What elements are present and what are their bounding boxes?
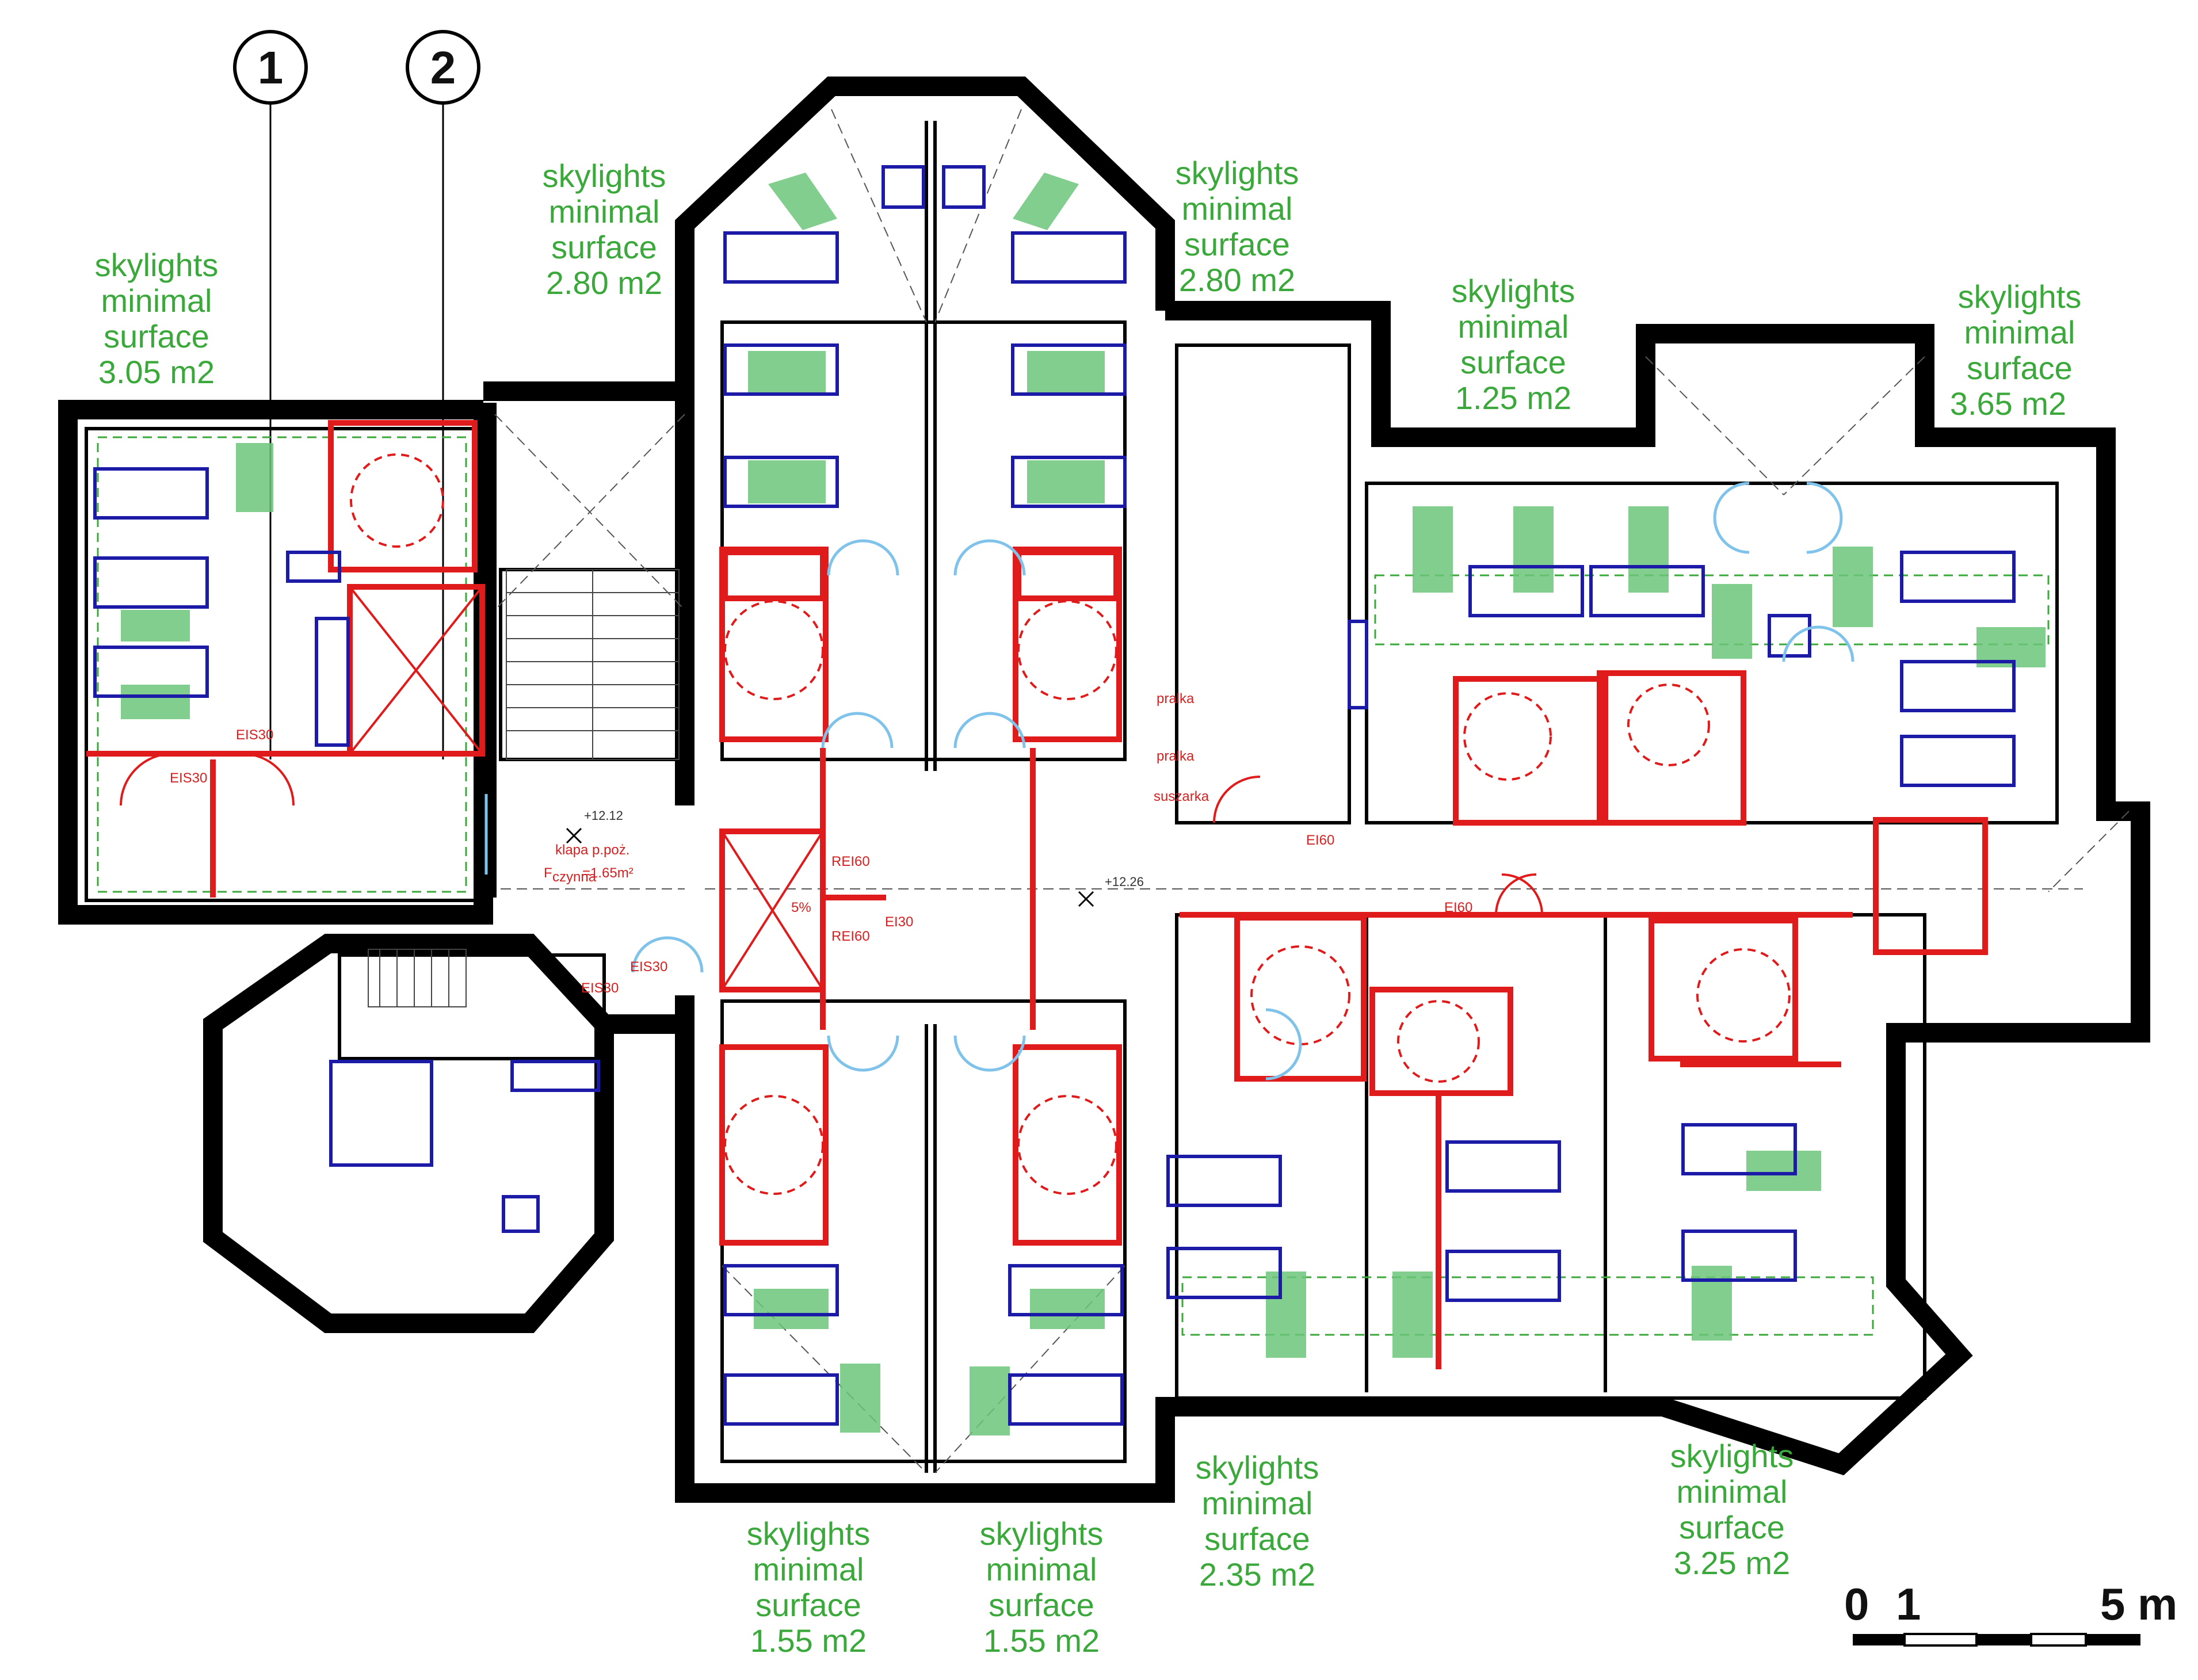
skylight-label-3-25: skylights minimal surface 3.25 m2 [1670, 1438, 1794, 1581]
smoke-vent-area-subscript: czynna [552, 869, 597, 885]
ei60-label: EI60 [1306, 833, 1334, 848]
level-cross-icon [1078, 891, 1094, 907]
skylight-label-line: minimal [1182, 190, 1293, 227]
axis-marker-2: 2 [406, 30, 480, 759]
interior-walls [85, 109, 2130, 1473]
eis30-label: EIS30 [630, 959, 667, 975]
rei60-label: REI60 [831, 929, 870, 944]
skylight-label-line: surface [104, 318, 209, 354]
skylight-label-1-55-b: skylights minimal surface 1.55 m2 [980, 1515, 1104, 1659]
skylight-label-1-25: skylights minimal surface 1.25 m2 [1452, 273, 1575, 416]
fire-walls [86, 420, 1988, 1369]
skylight-label-line: surface [1460, 344, 1566, 380]
dryer-label: suszarka [1154, 789, 1209, 804]
skylight-label-line: skylights [1958, 278, 2082, 315]
staircase [506, 569, 680, 760]
skylight-label-line: minimal [753, 1551, 864, 1587]
skylight-label-line: skylights [1176, 155, 1299, 191]
skylight-label-line: minimal [549, 193, 660, 230]
smoke-vent-label: klapa p.poż. [555, 842, 629, 858]
skylight-label-line: surface [1204, 1521, 1310, 1557]
skylight-label-value: 1.25 m2 [1455, 380, 1571, 416]
skylight-label-line: skylights [1196, 1449, 1319, 1486]
exterior-walls [58, 77, 2150, 1503]
skylight-label-2-80-b: skylights minimal surface 2.80 m2 [1176, 155, 1299, 298]
axis-label-2: 2 [430, 42, 456, 93]
skylight-label-line: skylights [95, 247, 219, 283]
washer-label: pralka [1157, 749, 1195, 764]
ei30-label: EI30 [885, 914, 913, 930]
skylight-label-line: skylights [1670, 1438, 1794, 1474]
skylight-label-1-55-a: skylights minimal surface 1.55 m2 [747, 1515, 871, 1659]
washer-label: pralka [1157, 691, 1195, 707]
ei60-label: EI60 [1444, 900, 1472, 915]
skylight-label-value: 2.35 m2 [1199, 1556, 1315, 1593]
skylights [97, 173, 2050, 1435]
skylight-label-value: 2.80 m2 [1179, 262, 1295, 298]
smoke-vent-area-symbol: F [544, 865, 552, 881]
skylight-label-2-35: skylights minimal surface 2.35 m2 [1196, 1449, 1319, 1593]
scale-label-1: 1 [1896, 1579, 1921, 1629]
skylight-label-line: surface [551, 229, 657, 265]
skylight-label-value: 1.55 m2 [750, 1622, 867, 1659]
skylight-label-value: 3.65 m2 [1950, 385, 2066, 422]
smoke-vent-area-value: =1.65m² [582, 865, 634, 881]
eis30-label: EIS30 [236, 727, 273, 743]
skylight-label-line: skylights [747, 1515, 871, 1552]
axis-marker-1: 1 [233, 30, 308, 759]
level-mark: +12.26 [1105, 875, 1144, 889]
axis-label-1: 1 [258, 42, 284, 93]
skylight-label-value: 3.25 m2 [1674, 1545, 1790, 1581]
skylight-label-line: minimal [986, 1551, 1097, 1587]
skylight-label-line: minimal [1202, 1485, 1313, 1521]
doors [120, 482, 1854, 1080]
scale-label-0: 0 [1844, 1579, 1869, 1629]
slope-label: 5% [791, 900, 811, 915]
skylight-label-line: minimal [1677, 1473, 1788, 1510]
plan-annotations: EIS30 EIS30 EIS30 EIS30 REI60 REI60 EI30… [170, 691, 1472, 996]
skylight-label-line: surface [1679, 1509, 1785, 1545]
spiral-stair [368, 949, 467, 1007]
skylight-label-value: 2.80 m2 [546, 265, 662, 301]
eis30-label: EIS30 [170, 770, 207, 786]
skylight-label-value: 3.05 m2 [98, 354, 215, 390]
skylight-label-line: skylights [1452, 273, 1575, 309]
skylight-label-2-80-a: skylights minimal surface 2.80 m2 [543, 158, 666, 301]
level-mark: +12.12 [584, 808, 623, 823]
skylight-label-line: minimal [1964, 314, 2075, 350]
skylight-label-line: skylights [543, 158, 666, 194]
level-cross-icon [566, 827, 582, 844]
furniture [93, 165, 2016, 1426]
skylight-label-line: minimal [1458, 308, 1569, 345]
skylight-label-value: 1.55 m2 [983, 1622, 1100, 1659]
scale-bar: 0 1 5 m [1844, 1579, 2177, 1647]
skylight-label-line: minimal [101, 282, 212, 319]
eis30-label: EIS30 [581, 980, 619, 996]
skylight-label-line: surface [1184, 226, 1290, 262]
scale-label-5: 5 m [2100, 1579, 2177, 1629]
skylight-label-3-65: skylights minimal surface 3.65 m2 [1950, 278, 2082, 422]
skylight-label-line: surface [989, 1587, 1094, 1623]
skylight-label-line: surface [1967, 350, 2073, 386]
skylight-label-line: surface [755, 1587, 861, 1623]
skylight-label-3-05: skylights minimal surface 3.05 m2 [95, 247, 219, 390]
rei60-label: REI60 [831, 854, 870, 869]
skylight-label-line: skylights [980, 1515, 1104, 1552]
